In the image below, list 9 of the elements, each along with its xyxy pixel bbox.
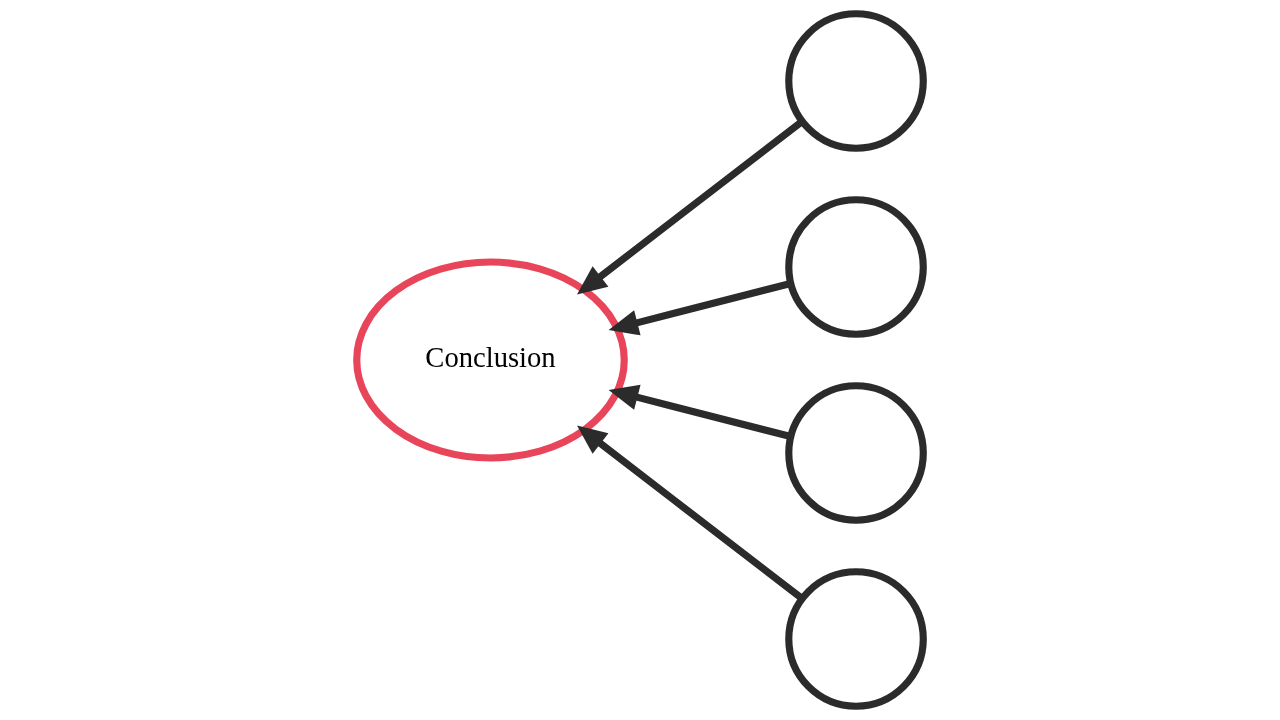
arrow (608, 384, 792, 441)
arrow (577, 425, 805, 602)
arrow (608, 279, 792, 336)
node-circle (785, 382, 927, 524)
node-ellipse: Conclusion (353, 258, 628, 462)
node-circle (785, 196, 927, 338)
arrow (577, 118, 805, 295)
node-circle (785, 568, 927, 710)
node-circle (785, 10, 927, 152)
